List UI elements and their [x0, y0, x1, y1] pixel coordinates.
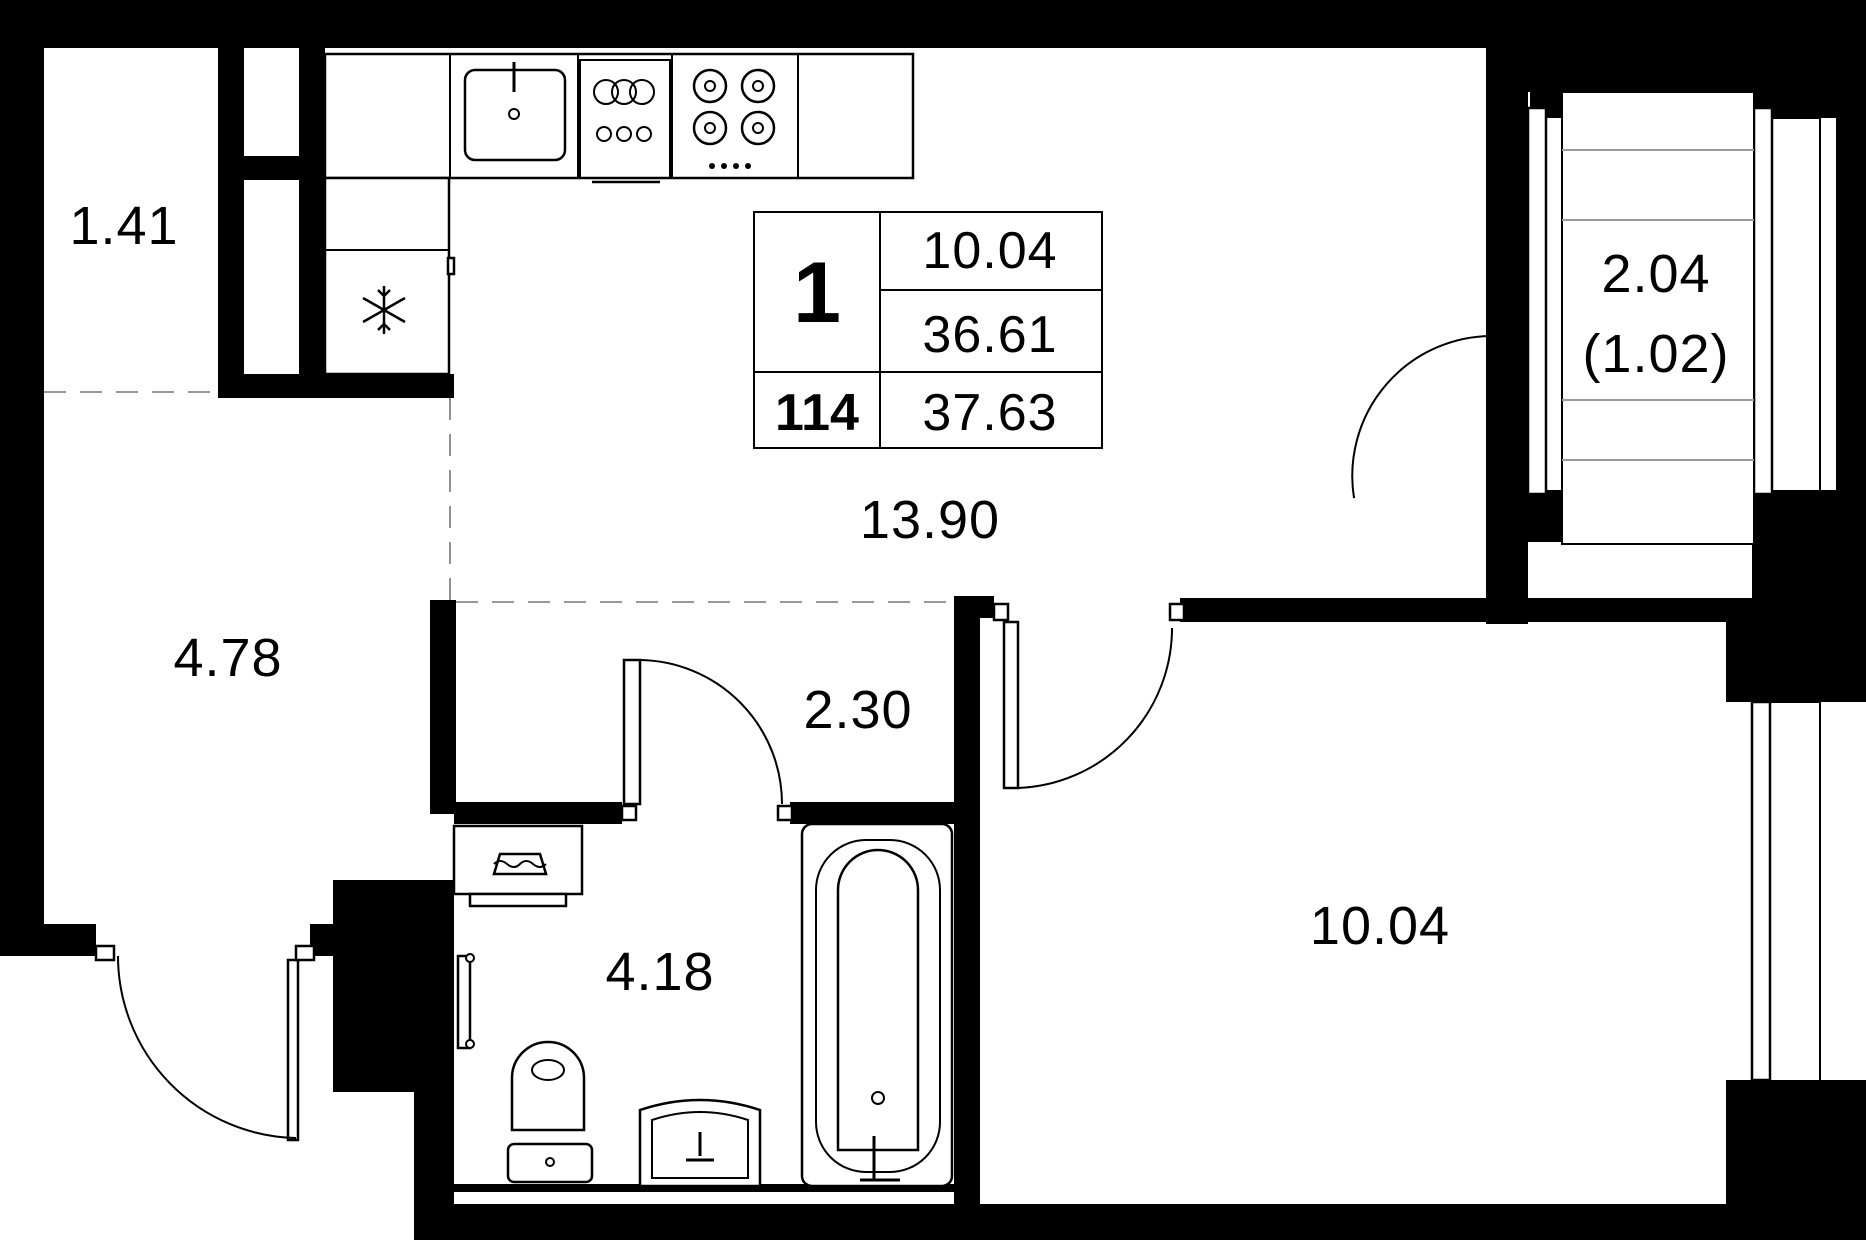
bedroom-door — [992, 602, 1186, 790]
wall-bedroom-top — [1180, 598, 1726, 622]
wall-bathroom-left — [414, 880, 454, 1240]
hall-area: 4.78 — [173, 628, 282, 688]
sink-icon — [463, 62, 567, 162]
wall-bathroom-top-right — [790, 802, 976, 824]
corridor-area: 2.30 — [803, 680, 912, 740]
wash-basin-icon — [638, 1098, 762, 1188]
rooms-count: 1 — [793, 245, 841, 341]
wall-storage-divider-1 — [218, 48, 244, 396]
kitchen-living-area: 13.90 — [860, 490, 1000, 550]
bedroom-window — [1750, 700, 1821, 1082]
wall-bathroom-bottom — [454, 1184, 954, 1192]
room-labels: 1.41 13.90 4.78 2.30 4.18 10.04 2.04 (1.… — [69, 196, 1729, 1002]
bathroom-door — [620, 658, 794, 822]
wall-balcony-left — [1486, 92, 1528, 624]
entrance-door — [94, 944, 316, 1142]
storage-area: 1.41 — [69, 196, 178, 256]
balcony-area: 2.04 — [1601, 244, 1710, 304]
bedroom-area: 10.04 — [1310, 896, 1450, 956]
wall-corridor-right-cap — [954, 596, 994, 618]
total-area-no-balcony-value: 36.61 — [922, 306, 1057, 364]
wall-balcony-bottom — [1486, 490, 1562, 542]
toilet-icon — [506, 1040, 594, 1184]
doors — [94, 334, 1495, 1142]
apartment-number: 114 — [775, 384, 859, 442]
bathroom-area: 4.18 — [605, 942, 714, 1002]
wall-bedroom-right-bottom — [1726, 1080, 1866, 1240]
kitchen-counter — [323, 52, 915, 376]
wall-bedroom-right-top — [1726, 598, 1766, 702]
washing-machine-shelf — [452, 824, 584, 908]
wall-left — [0, 0, 44, 930]
washing-machine-icon — [579, 59, 671, 184]
living-area-value: 10.04 — [922, 222, 1057, 280]
wall-corridor-left — [430, 600, 456, 814]
stove-icon — [692, 68, 776, 169]
wall-bathroom-top-left — [454, 802, 622, 824]
wall-storage-bottom — [218, 374, 454, 398]
snowflake-icon — [362, 286, 406, 334]
wall-corridor-right — [954, 596, 980, 1216]
wall-bottom-left — [0, 924, 96, 956]
wall-storage-divider-2 — [299, 48, 325, 396]
towel-rail-icon — [456, 953, 475, 1050]
area-legend: 1 10.04 36.61 114 37.63 — [753, 211, 1103, 449]
fridge-handle — [446, 256, 456, 276]
total-area-value: 37.63 — [922, 384, 1057, 442]
wall-right-edge — [1836, 118, 1866, 638]
wall-storage-shelf-1 — [218, 156, 325, 180]
balcony-reduced-area: (1.02) — [1582, 324, 1729, 384]
balcony-door — [1351, 334, 1495, 499]
wall-top — [0, 0, 1530, 48]
wall-bottom — [414, 1204, 1866, 1240]
balcony — [1526, 91, 1821, 545]
bathtub-icon — [800, 822, 954, 1188]
zone-lines — [44, 391, 954, 603]
